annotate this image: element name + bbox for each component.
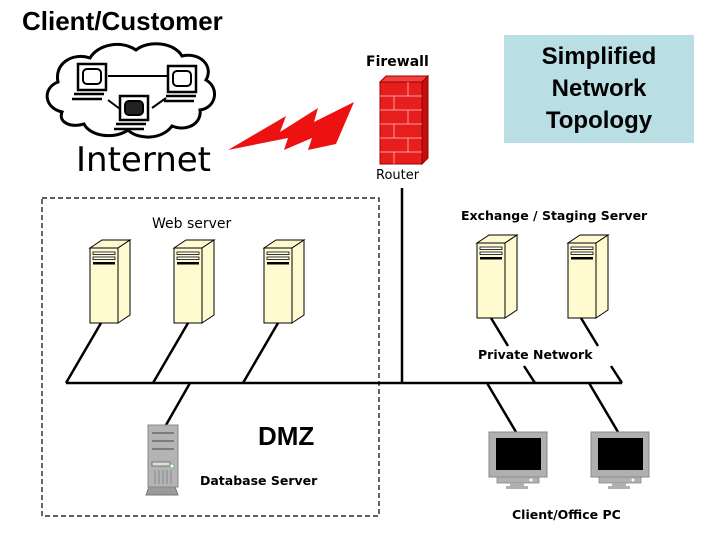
database-server-icon [145, 424, 179, 496]
lightning-bolt-icon [228, 102, 354, 150]
topology-title-line: Network [551, 75, 647, 102]
web-server-label: Web server [152, 216, 232, 232]
web-server-icon [88, 239, 132, 324]
internet-computer-icon [114, 94, 150, 131]
firewall-label: Firewall [366, 54, 429, 70]
page-title: Client/Customer [22, 6, 223, 36]
internet-label: Internet [76, 140, 212, 180]
exchange-server-label: Exchange / Staging Server [461, 208, 648, 223]
client-pc-icon [488, 431, 548, 489]
database-server-label: Database Server [200, 473, 318, 488]
dmz-label: DMZ [258, 421, 315, 451]
topology-title-box: Simplified Network Topology [504, 35, 694, 143]
internet-computer-icon [72, 62, 108, 101]
web-server-icon [262, 239, 306, 324]
topology-title-line: Topology [545, 107, 653, 134]
exchange-server-icon [566, 234, 610, 319]
web-server-links [64, 317, 624, 433]
topology-title-line: Simplified [541, 43, 657, 70]
exchange-server-icon [475, 234, 519, 319]
router-label: Router [376, 168, 420, 183]
web-server-icon [172, 239, 216, 324]
internet-computer-icon [164, 64, 198, 103]
dmz-zone-boundary [41, 197, 380, 517]
private-network-label: Private Network [478, 347, 593, 362]
client-pc-icon [590, 431, 650, 489]
client-pc-label: Client/Office PC [512, 507, 621, 522]
firewall-icon [378, 74, 430, 166]
